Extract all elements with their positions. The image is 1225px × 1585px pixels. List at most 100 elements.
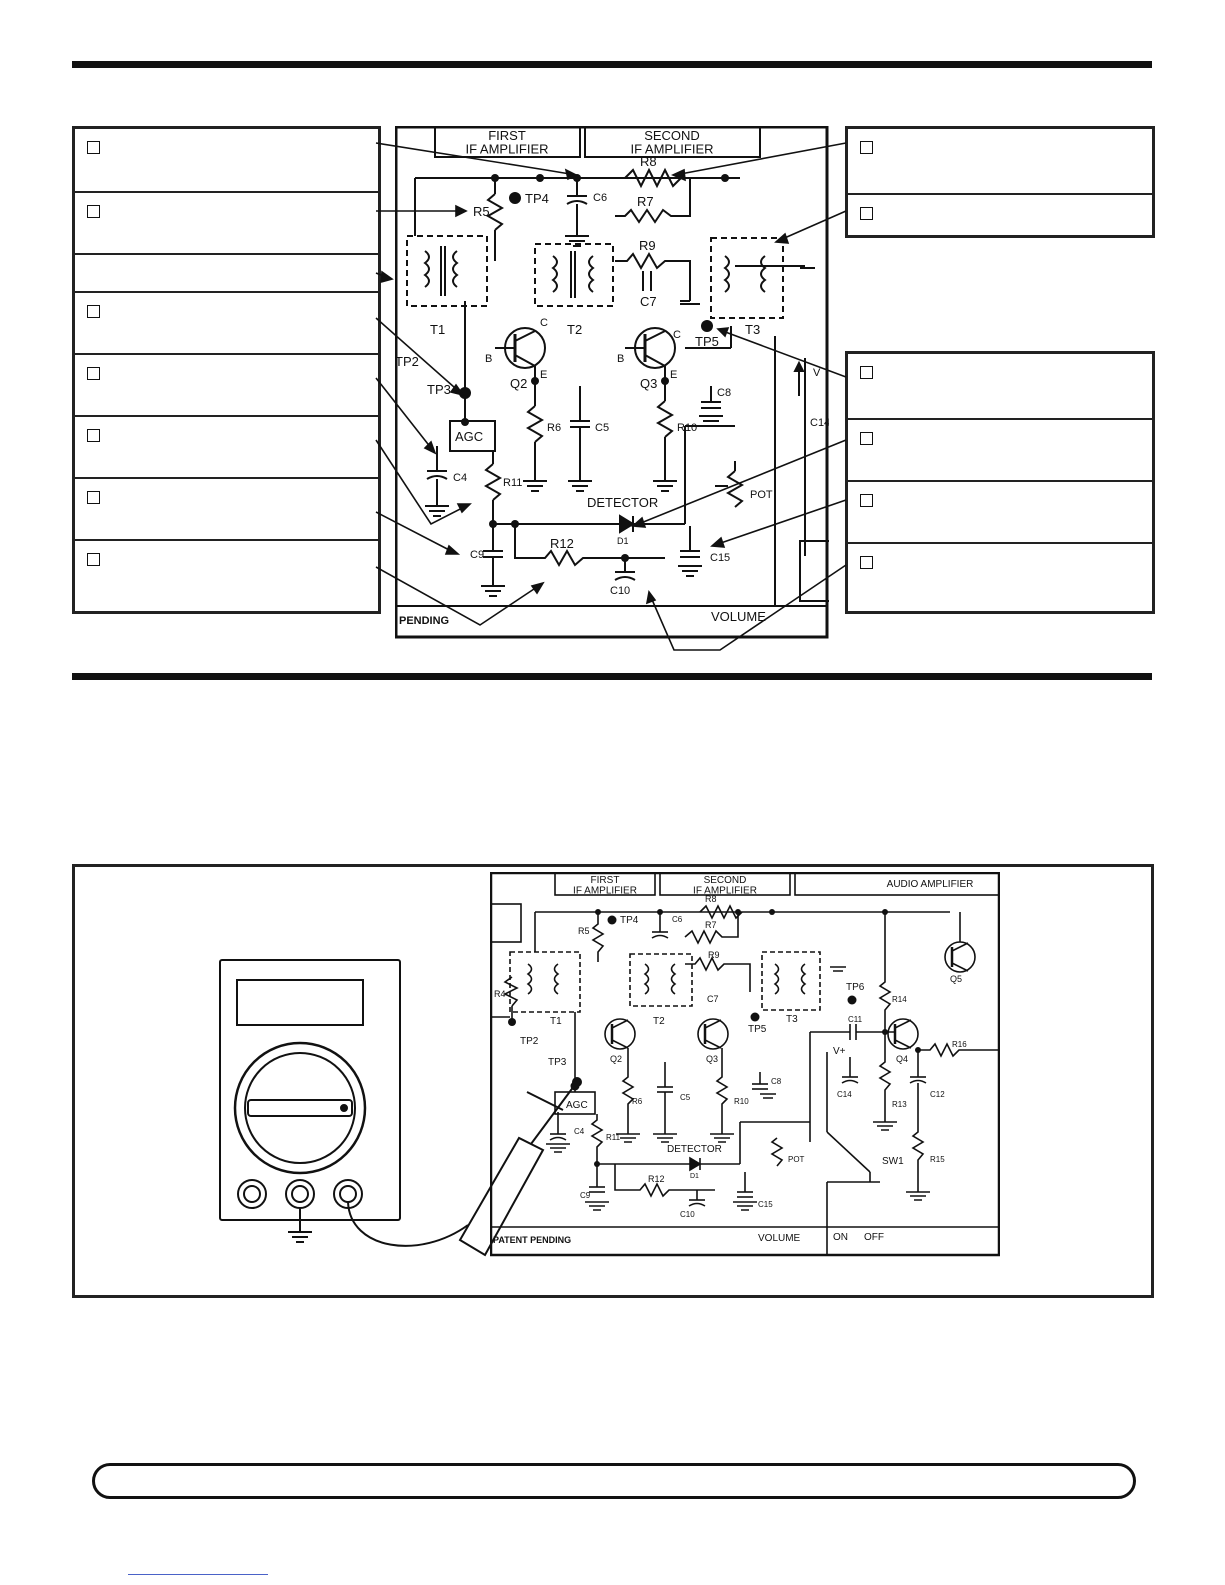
label-r12: R12 (648, 1174, 665, 1184)
top-rule (72, 61, 1152, 68)
label-detector: DETECTOR (667, 1144, 722, 1155)
label-d1: D1 (690, 1173, 699, 1180)
label-t3: T3 (786, 1014, 798, 1025)
label-detector: DETECTOR (587, 495, 658, 510)
label-tp4: TP4 (525, 191, 549, 206)
checklist-row[interactable] (848, 193, 1152, 235)
checklist-row[interactable] (848, 418, 1152, 482)
label-tp2: TP2 (395, 354, 419, 369)
label-volume: VOLUME (758, 1233, 801, 1244)
label-r12: R12 (550, 536, 574, 551)
label-c6: C6 (593, 192, 607, 204)
checkbox[interactable] (860, 494, 873, 507)
label-t1: T1 (430, 322, 445, 337)
label-c14: C14 (810, 417, 829, 429)
label-r11: R11 (503, 477, 522, 489)
label-t1: T1 (550, 1016, 562, 1027)
header-audio-amplifier: AUDIO AMPLIFIER (887, 879, 974, 890)
label-c4: C4 (453, 472, 467, 484)
checkbox[interactable] (87, 491, 100, 504)
label-c9: C9 (580, 1191, 591, 1200)
label-pending: PENDING (399, 615, 449, 627)
right-top-checklist (845, 126, 1155, 238)
label-tp4: TP4 (620, 915, 639, 926)
label-c4: C4 (574, 1127, 585, 1136)
left-checklist (72, 126, 381, 614)
checklist-row[interactable] (75, 353, 378, 417)
label-c8: C8 (717, 387, 731, 399)
checkbox[interactable] (860, 366, 873, 379)
label-c14: C14 (837, 1090, 852, 1099)
checklist-row[interactable] (75, 477, 378, 541)
label-tp5: TP5 (695, 334, 719, 349)
label-pot: POT (750, 489, 773, 501)
label-q3: Q3 (640, 376, 657, 391)
checkbox[interactable] (860, 141, 873, 154)
checkbox[interactable] (860, 432, 873, 445)
label-tp2: TP2 (520, 1036, 539, 1047)
label-tp6: TP6 (846, 982, 865, 993)
checklist-row[interactable] (848, 480, 1152, 544)
callout-leaders (375, 142, 847, 651)
label-c12: C12 (930, 1090, 945, 1099)
label-tp5: TP5 (748, 1024, 767, 1035)
label-r10: R10 (677, 422, 697, 434)
checkbox[interactable] (87, 553, 100, 566)
label-q2: Q2 (610, 1054, 622, 1064)
label-c5: C5 (680, 1093, 691, 1102)
checklist-row[interactable] (848, 542, 1152, 611)
label-c: C (673, 329, 681, 341)
checkbox[interactable] (87, 205, 100, 218)
checkbox[interactable] (87, 429, 100, 442)
label-q2: Q2 (510, 376, 527, 391)
checklist-row[interactable] (848, 354, 1152, 418)
label-r7: R7 (637, 194, 654, 209)
label-c10: C10 (610, 585, 630, 597)
label-c15: C15 (758, 1200, 773, 1209)
label-c15: C15 (710, 552, 730, 564)
checklist-row[interactable] (75, 539, 378, 611)
checklist-row[interactable] (848, 129, 1152, 193)
section-rule (72, 673, 1152, 680)
label-b: B (617, 353, 624, 365)
label-c6: C6 (672, 915, 683, 924)
label-c9: C9 (470, 549, 484, 561)
footer-bar (92, 1463, 1136, 1499)
label-e: E (670, 369, 677, 381)
label-t3: T3 (745, 322, 760, 337)
checkbox[interactable] (860, 207, 873, 220)
checklist-row[interactable] (75, 415, 378, 479)
label-volume: VOLUME (711, 609, 766, 624)
checklist-row[interactable] (75, 291, 378, 355)
label-q5: Q5 (950, 974, 962, 984)
label-c10: C10 (680, 1210, 695, 1219)
label-q4: Q4 (896, 1054, 908, 1064)
label-tp3: TP3 (548, 1057, 567, 1068)
label-c5: C5 (595, 422, 609, 434)
label-off: OFF (864, 1232, 884, 1243)
checklist-row (75, 253, 378, 293)
label-t2: T2 (653, 1016, 665, 1027)
label-patent-pending: PATENT PENDING (493, 1235, 571, 1245)
checkbox[interactable] (87, 367, 100, 380)
label-r15: R15 (930, 1155, 945, 1164)
checkbox[interactable] (87, 141, 100, 154)
label-c: C (540, 317, 548, 329)
label-v-plus: V+ (833, 1046, 846, 1057)
footer-link-underline[interactable] (128, 1574, 268, 1575)
label-tp3: TP3 (427, 382, 451, 397)
label-r4: R4 (494, 989, 506, 999)
checklist-row[interactable] (75, 191, 378, 255)
label-r10: R10 (734, 1097, 749, 1106)
checkbox[interactable] (87, 305, 100, 318)
label-agc: AGC (455, 429, 483, 444)
label-r8: R8 (640, 154, 657, 169)
checkbox[interactable] (860, 556, 873, 569)
checklist-row[interactable] (75, 129, 378, 191)
